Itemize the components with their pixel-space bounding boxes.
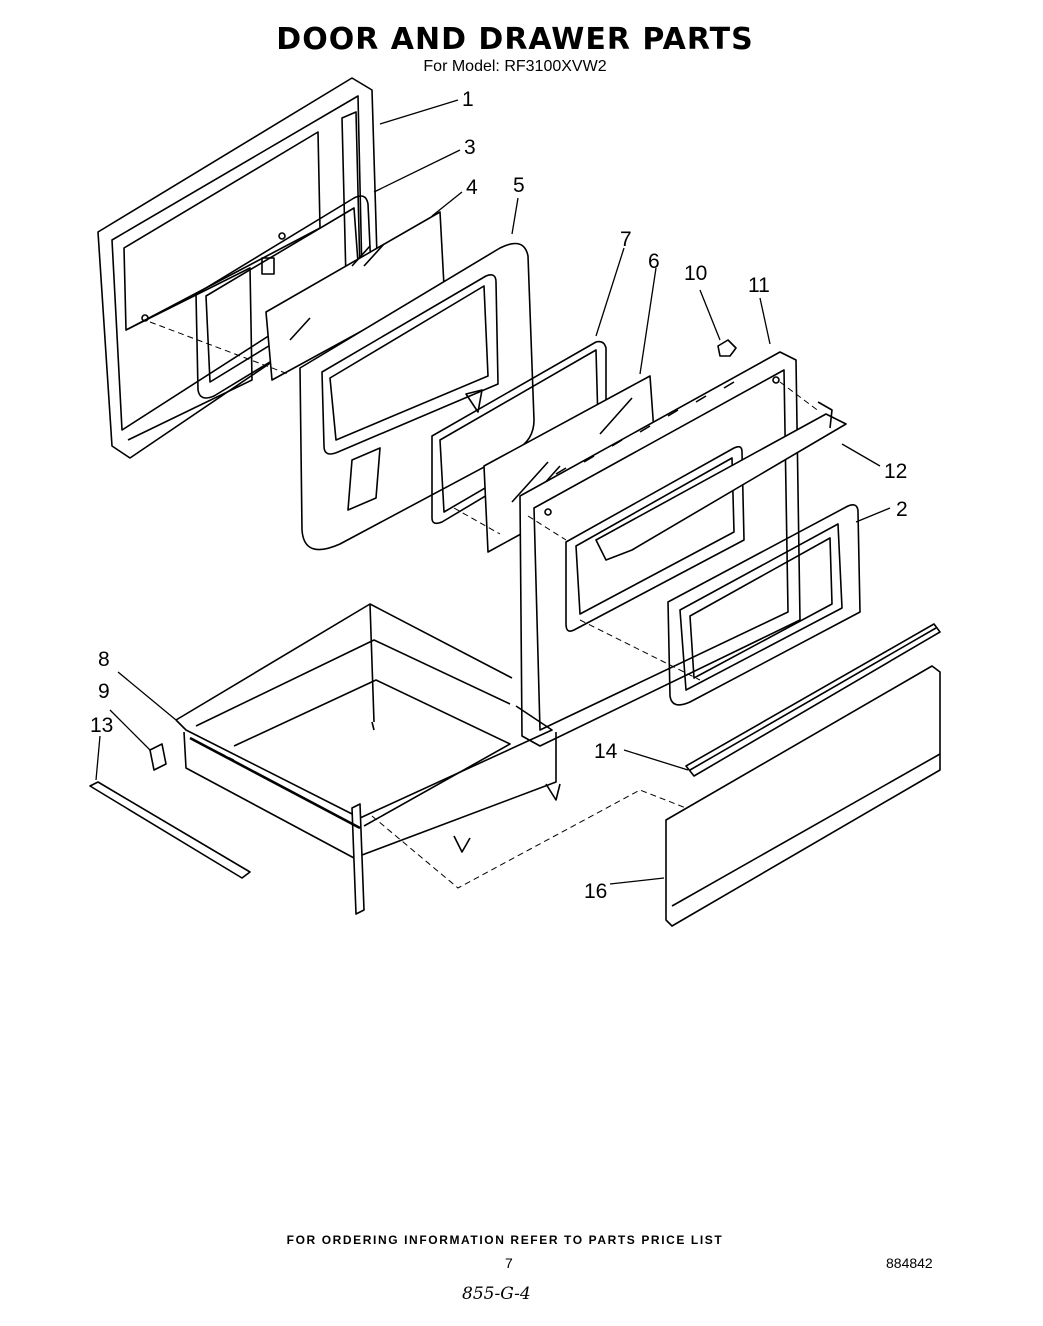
- callout-16: 16: [584, 880, 607, 903]
- page-number: 7: [505, 1255, 513, 1271]
- callout-12: 12: [884, 460, 907, 483]
- callout-13: 13: [90, 714, 113, 737]
- callout-7: 7: [620, 228, 632, 251]
- part-12-door-handle: [595, 401, 847, 561]
- callout-5: 5: [513, 174, 525, 197]
- callout-4: 4: [466, 176, 478, 199]
- handwritten-note: 855-G-4: [462, 1284, 531, 1304]
- part-2-window-frame: [667, 504, 861, 706]
- page-title: DOOR AND DRAWER PARTS: [276, 22, 754, 57]
- part-13-drawer-rail: [89, 781, 251, 879]
- part-5-door-liner: [299, 242, 535, 551]
- callout-numbers: 1 3 4 5 7 6 10 11 12 2 8 9 13 14 16: [90, 88, 908, 903]
- part-8-drawer: [175, 603, 561, 915]
- alignment-lines: [149, 321, 821, 889]
- document-number: 884842: [886, 1255, 933, 1271]
- ordering-note: FOR ORDERING INFORMATION REFER TO PARTS …: [286, 1233, 724, 1247]
- callout-3: 3: [464, 136, 476, 159]
- callout-2: 2: [896, 498, 908, 521]
- callout-11: 11: [748, 274, 770, 297]
- part-14-trim-strip: [685, 623, 941, 777]
- callout-9: 9: [98, 680, 110, 703]
- callout-6: 6: [648, 250, 660, 273]
- part-10-nut: [717, 339, 737, 357]
- callout-14: 14: [594, 740, 618, 763]
- callout-8: 8: [98, 648, 110, 671]
- part-16-drawer-front-panel: [665, 665, 941, 927]
- part-11-inner-door-panel: [519, 351, 801, 747]
- model-subtitle: For Model: RF3100XVW2: [423, 58, 607, 75]
- callout-1: 1: [462, 88, 474, 111]
- callout-10: 10: [684, 262, 707, 285]
- part-9-drawer-clip: [149, 743, 167, 771]
- leader-lines: [95, 99, 891, 885]
